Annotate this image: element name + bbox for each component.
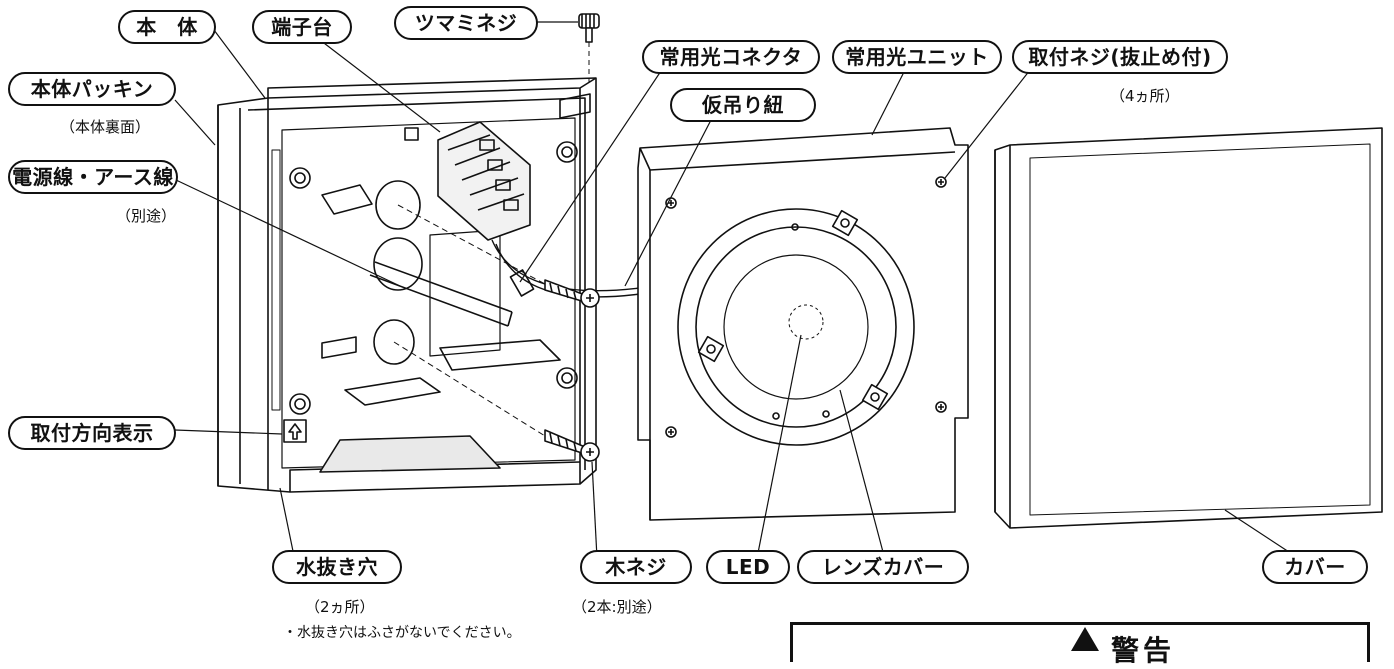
- label-mounting-direction: 取付方向表示: [8, 416, 176, 450]
- label-mounting-screw: 取付ネジ(抜止め付): [1012, 40, 1228, 74]
- label-wood-screw-note: （2本:別途）: [572, 598, 662, 616]
- warning-box: 警告: [790, 622, 1370, 667]
- label-knob-screw: ツマミネジ: [394, 6, 538, 40]
- label-body-packing: 本体パッキン: [8, 72, 176, 106]
- warning-triangle-icon: [1071, 627, 1099, 651]
- label-wood-screw: 木ネジ: [580, 550, 692, 584]
- warning-title: 警告: [1111, 634, 1176, 667]
- label-lens-cover: レンズカバー: [797, 550, 969, 584]
- label-drain-hole: 水抜き穴: [272, 550, 402, 584]
- knob-screw: [578, 13, 600, 86]
- label-drain-hole-note: （2ヵ所）: [305, 598, 375, 616]
- label-led: LED: [706, 550, 790, 584]
- label-cover: カバー: [1262, 550, 1368, 584]
- label-normal-light-unit: 常用光ユニット: [832, 40, 1002, 74]
- label-hontai: 本 体: [118, 10, 216, 44]
- label-temporary-hanging-string: 仮吊り紐: [670, 88, 816, 122]
- label-power-wire-note: （別途）: [116, 207, 177, 225]
- leader-lines: [174, 21, 1290, 559]
- label-terminal-block: 端子台: [252, 10, 352, 44]
- drain-hole-caution: ・水抜き穴はふさがないでください。: [283, 625, 521, 641]
- housing-body: [217, 77, 641, 493]
- label-normal-light-connector: 常用光コネクタ: [642, 40, 820, 74]
- exploded-view-drawing: [174, 13, 1383, 559]
- label-power-earth-wire: 電源線・アース線: [8, 160, 178, 194]
- label-mounting-screw-note: （4ヵ所）: [1110, 87, 1180, 105]
- label-body-packing-note: （本体裏面）: [60, 118, 151, 136]
- light-unit: [637, 127, 969, 521]
- cover: [994, 127, 1383, 529]
- wood-screws: [393, 204, 600, 462]
